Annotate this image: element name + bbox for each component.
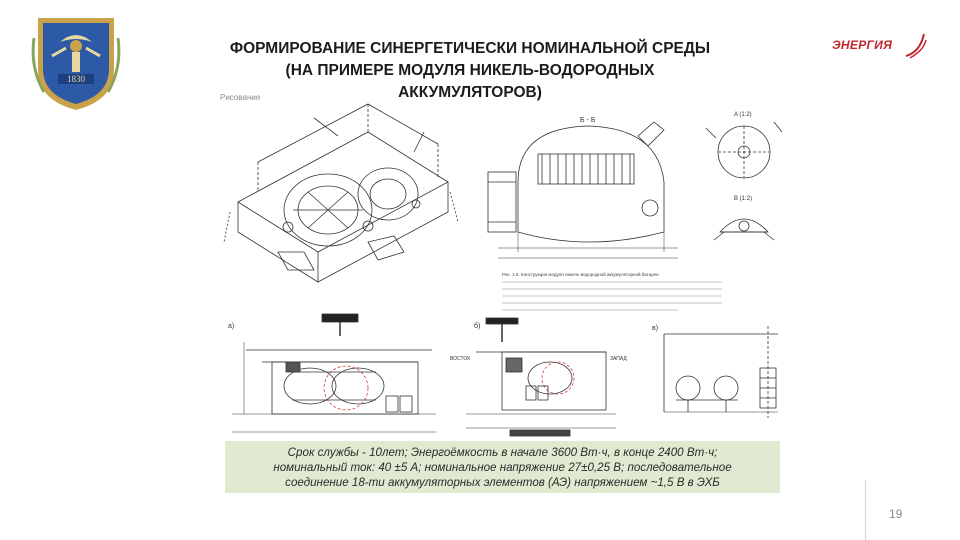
figure-caption-block: Рис. 1.5. Конструкция модуля никель-водо… xyxy=(502,271,722,311)
section-label: Б - Б xyxy=(580,117,596,124)
isometric-module-drawing xyxy=(223,103,459,283)
detail-label-a: A (1:2) xyxy=(734,112,752,118)
spec-line-1: Срок службы - 10лет; Энергоёмкость в нач… xyxy=(287,446,718,459)
view-b-right-label: ЗАПАД xyxy=(610,356,627,362)
title-line-1: ФОРМИРОВАНИЕ СИНЕРГЕТИЧЕСКИ НОМИНАЛЬНОЙ … xyxy=(229,40,711,57)
energia-logo-text: ЭНЕРГИЯ xyxy=(832,38,893,52)
title-line-3: АККУМУЛЯТОРОВ) xyxy=(398,84,542,101)
energia-logo: ЭНЕРГИЯ xyxy=(832,30,928,62)
crest-year: 1830 xyxy=(67,74,86,84)
page-number: 19 xyxy=(889,507,903,521)
title-line-2: (НА ПРИМЕРЕ МОДУЛЯ НИКЕЛЬ-ВОДОРОДНЫХ xyxy=(285,62,655,79)
detail-views: A (1:2) В (1:2) xyxy=(705,112,783,241)
section-drawing: Б - Б xyxy=(487,117,678,259)
spec-line-2: номинальный ток: 40 ±5 А; номинальное на… xyxy=(273,461,732,474)
view-b-label: б) xyxy=(474,322,480,330)
detail-label-b: В (1:2) xyxy=(734,196,752,202)
footer-divider xyxy=(865,480,866,540)
university-crest-logo: 1830 xyxy=(31,18,121,110)
rocket-swoosh-icon xyxy=(905,33,927,59)
specifications-box: Срок службы - 10лет; Энергоёмкость в нач… xyxy=(225,441,780,493)
figure-caption: Рис. 1.5. Конструкция модуля никель-водо… xyxy=(502,271,659,277)
view-b-left-label: ВОСТОК xyxy=(450,356,470,362)
view-a-drawing: а) xyxy=(228,313,436,433)
faded-label: Рисование xyxy=(220,93,261,102)
view-b-drawing: б) ВОСТОК ЗАПАД xyxy=(450,317,627,437)
spec-line-3: соединение 18-ти аккумуляторных элементо… xyxy=(285,476,720,489)
view-c-label: в) xyxy=(652,325,658,332)
page-title: ФОРМИРОВАНИЕ СИНЕРГЕТИЧЕСКИ НОМИНАЛЬНОЙ … xyxy=(160,38,780,104)
view-c-drawing: в) xyxy=(652,325,778,418)
view-a-label: а) xyxy=(228,323,234,330)
